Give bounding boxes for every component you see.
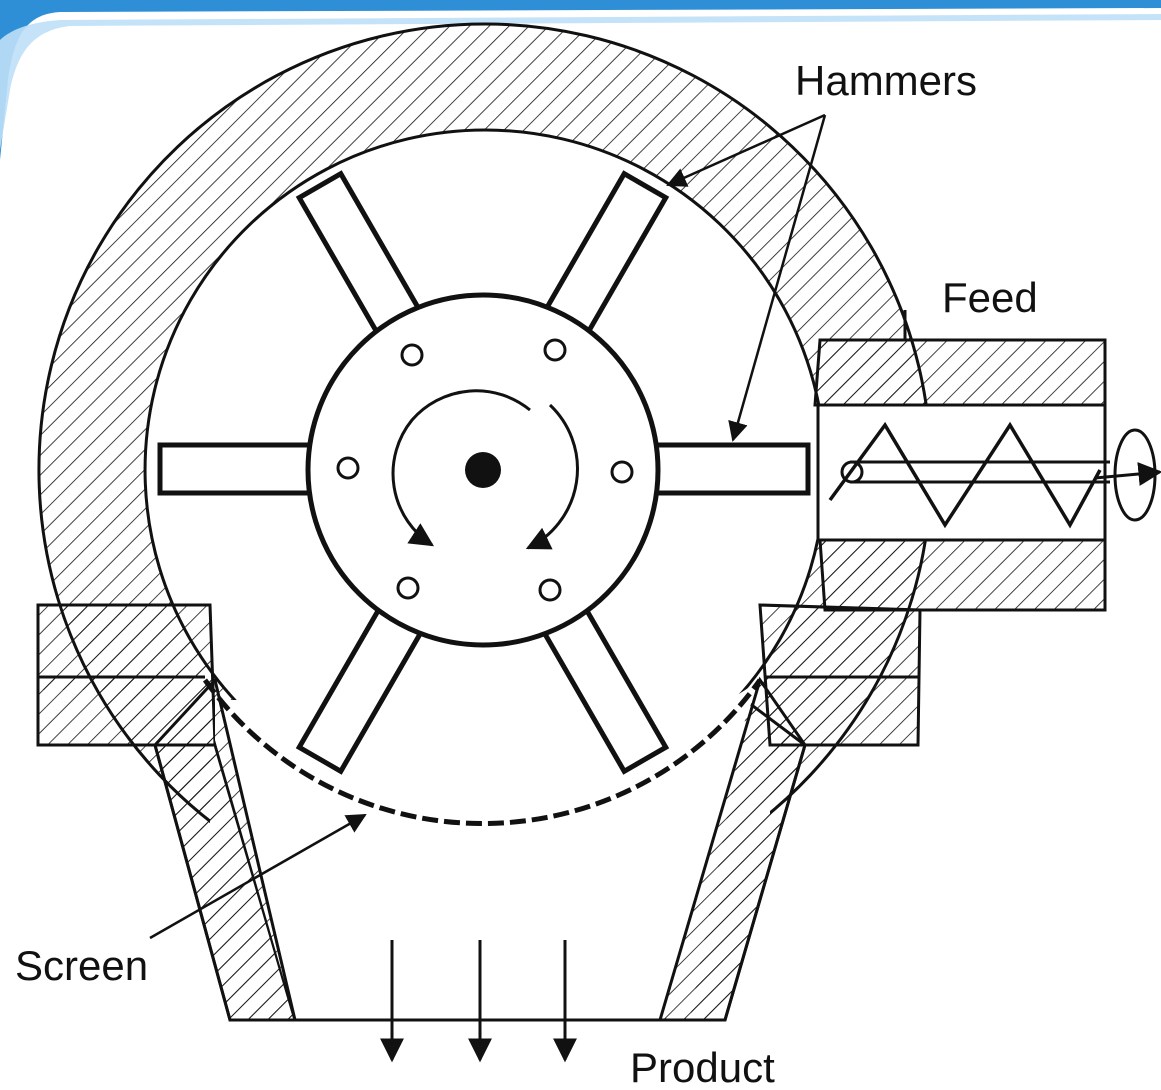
label-feed: Feed (942, 274, 1038, 321)
leader-lines (149, 113, 827, 940)
rotor-shaft (465, 452, 501, 488)
feed-step (860, 310, 907, 342)
rotation-arrow (391, 389, 531, 547)
label-product: Product (630, 1044, 775, 1090)
pin-hole (543, 338, 567, 362)
hammer-right (647, 442, 811, 496)
pin-hole (538, 578, 562, 602)
right-leg (657, 676, 807, 1022)
left-leg (153, 676, 297, 1022)
label-screen: Screen (15, 942, 148, 989)
rotation-arrow (525, 403, 579, 550)
pin-hole (610, 460, 634, 484)
hammer-left (157, 442, 323, 496)
feed-tube (813, 338, 1161, 612)
pin-hole (336, 456, 360, 480)
rotor (305, 292, 661, 648)
pin-hole (396, 576, 420, 600)
product-arrows (380, 940, 577, 1063)
screen-arc (202, 678, 763, 826)
pin-hole (400, 343, 424, 367)
label-hammers: Hammers (795, 57, 977, 104)
